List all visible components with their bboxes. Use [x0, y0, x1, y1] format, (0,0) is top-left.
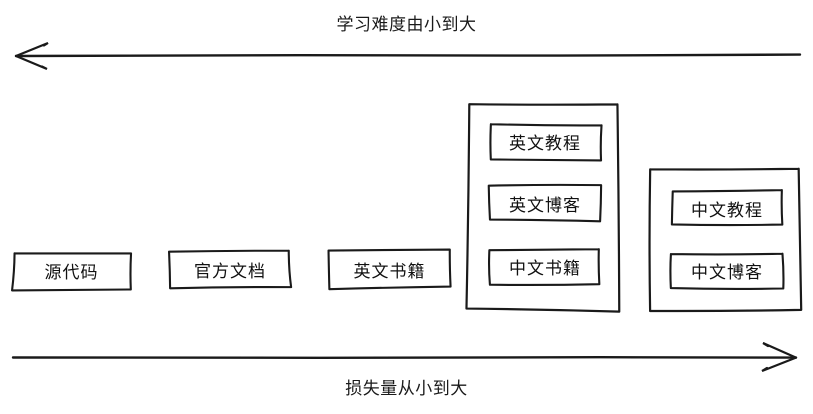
top-axis-label: 学习难度由小到大: [336, 15, 477, 35]
bottom-axis-arrow-right: [11, 341, 798, 372]
top-axis-arrow-left: [14, 41, 802, 70]
item-box-label: 中文教程: [691, 201, 763, 221]
item-box[interactable]: 中文博客: [669, 252, 785, 290]
item-box[interactable]: 源代码: [11, 252, 133, 292]
item-box-label: 官方文档: [194, 262, 266, 282]
bottom-axis-label: 损失量从小到大: [345, 379, 468, 399]
group-container[interactable]: 中文教程 中文博客: [648, 167, 803, 313]
item-box-label: 英文书籍: [353, 262, 426, 282]
item-box[interactable]: 英文教程: [489, 123, 603, 162]
item-box[interactable]: 中文教程: [670, 189, 784, 227]
item-box-label: 中文书籍: [509, 259, 581, 279]
item-box-label: 源代码: [44, 263, 99, 283]
group-container[interactable]: 英文教程 英文博客 中文书籍: [465, 103, 621, 313]
item-box-label: 中文博客: [691, 263, 763, 283]
item-box-label: 英文教程: [509, 134, 581, 154]
item-box-label: 英文博客: [509, 196, 581, 216]
item-box[interactable]: 英文博客: [487, 183, 603, 223]
item-box[interactable]: 英文书籍: [327, 248, 452, 291]
item-box[interactable]: 官方文档: [167, 249, 293, 290]
item-box[interactable]: 中文书籍: [487, 248, 601, 287]
